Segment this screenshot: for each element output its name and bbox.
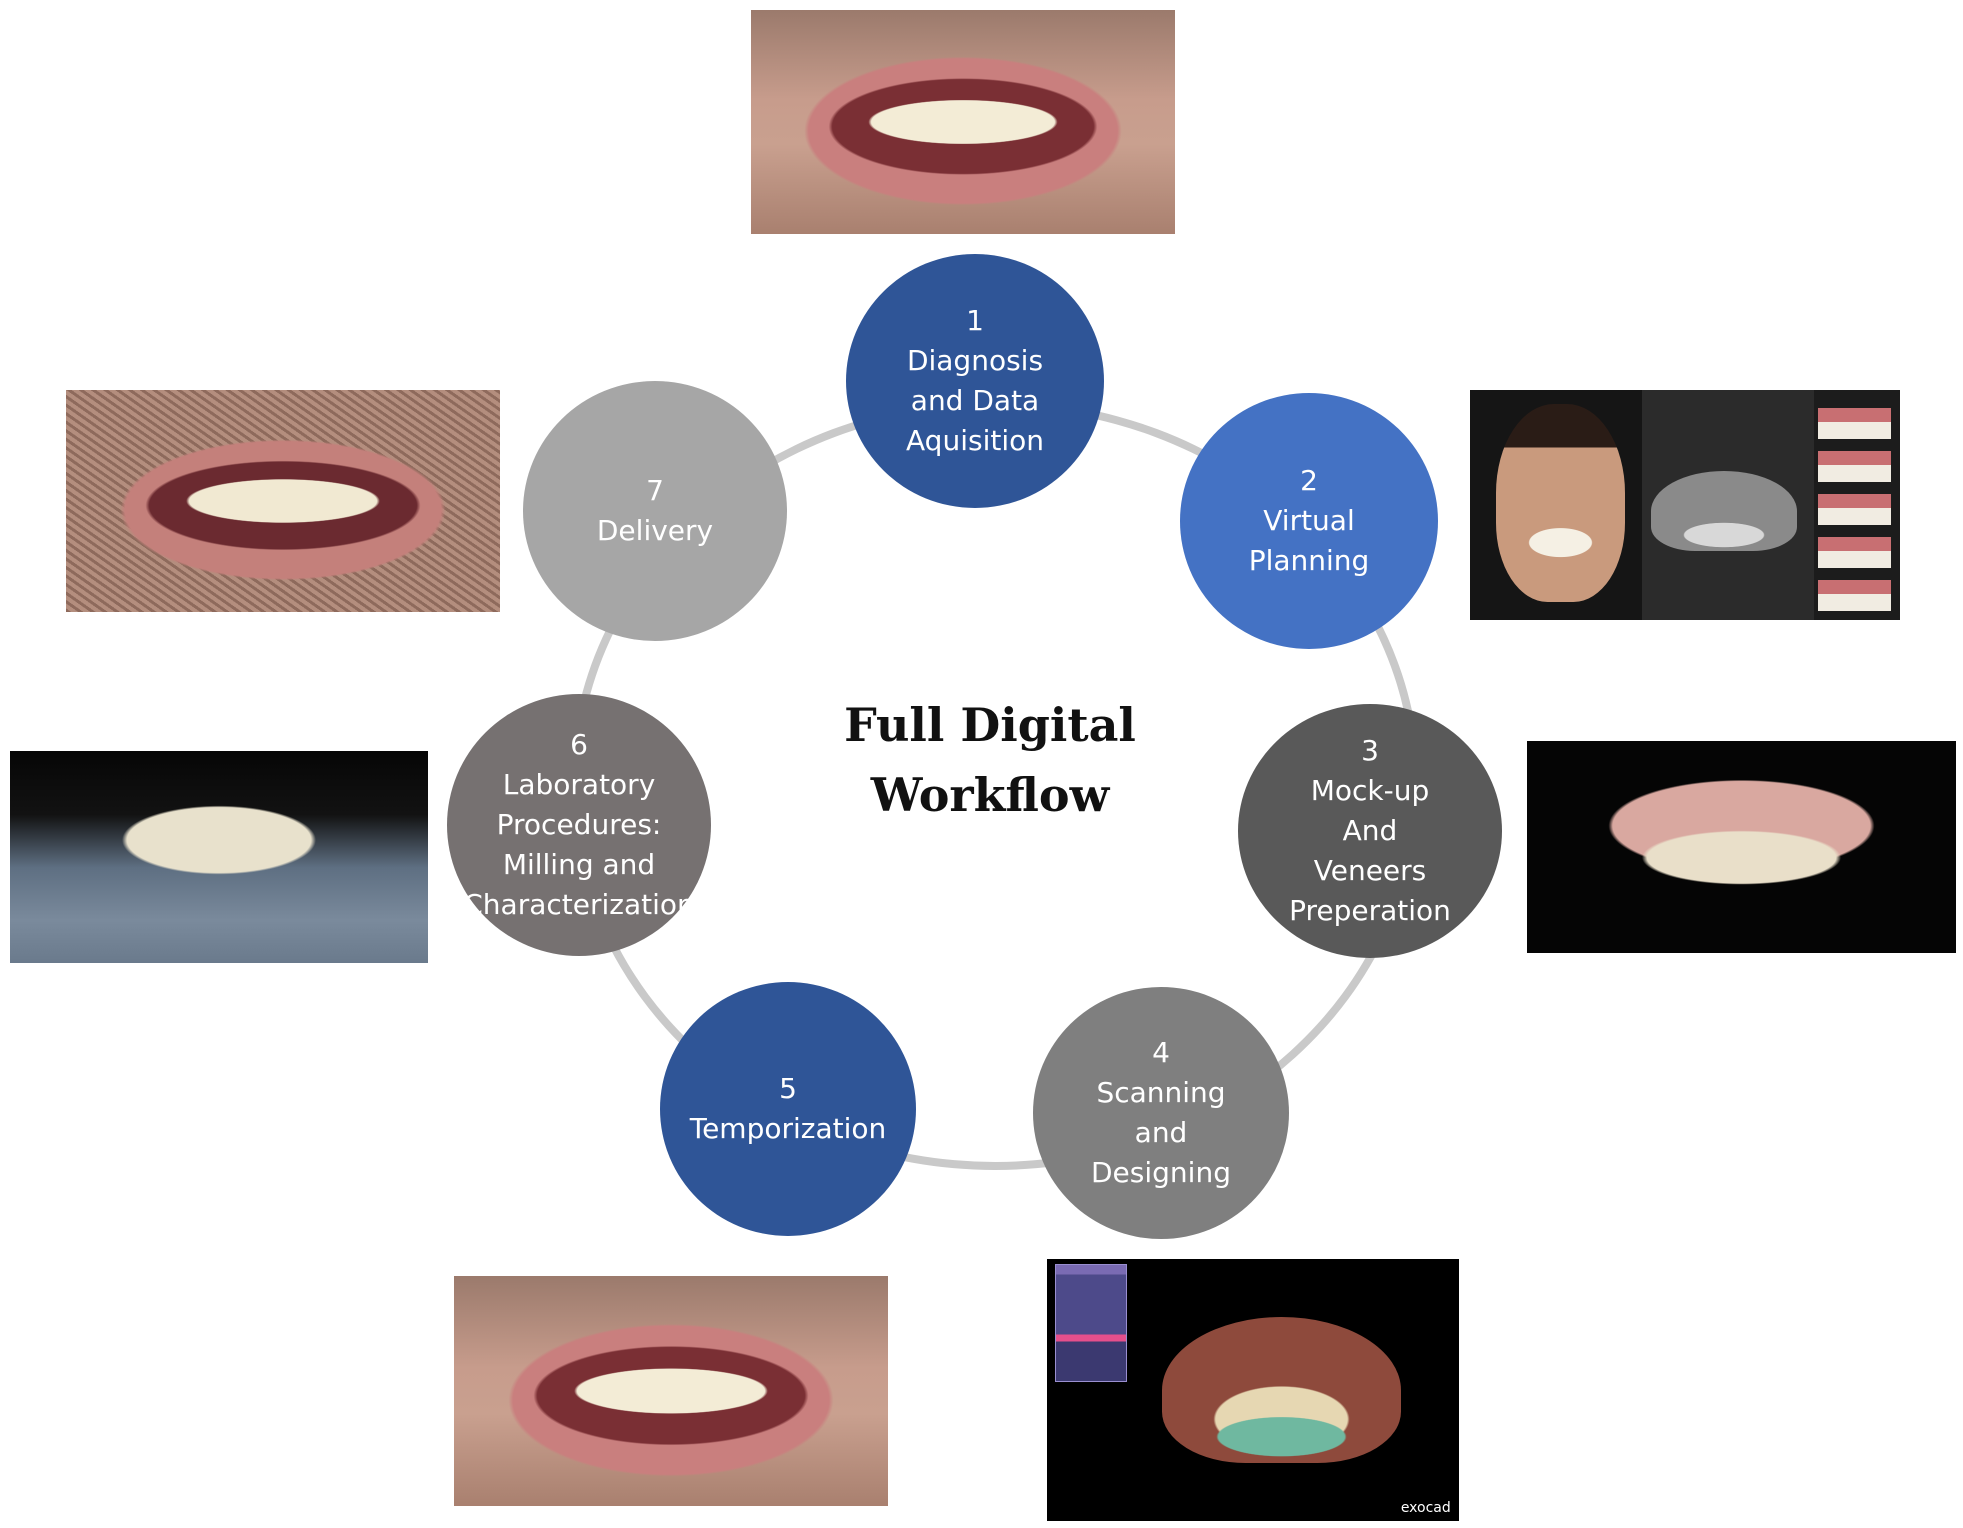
planning-3d-model	[1650, 470, 1797, 551]
planning-thumbnail	[1818, 537, 1892, 568]
step-label-line: Characterization	[463, 888, 695, 921]
step-number: 6	[570, 728, 588, 761]
step-label-line: and	[1134, 1116, 1188, 1149]
planning-face-image	[1495, 403, 1625, 602]
photo-virtual-planning	[1470, 390, 1900, 620]
step-label-line: Virtual	[1263, 504, 1355, 537]
step-label-line: Preperation	[1289, 894, 1451, 927]
step-number: 2	[1300, 464, 1318, 497]
step-label-line: Temporization	[689, 1112, 887, 1145]
title-line: Workflow	[870, 768, 1110, 822]
step-label-line: Scanning	[1096, 1076, 1226, 1109]
step-label-line: and Data	[910, 384, 1040, 417]
planning-thumbnail	[1818, 408, 1892, 440]
step-number: 1	[966, 304, 984, 337]
step-label-line: Veneers	[1313, 854, 1427, 887]
step-5-circle: 5 Temporization	[660, 982, 916, 1236]
step-number: 5	[779, 1072, 797, 1105]
planning-thumbnails	[1818, 408, 1892, 611]
step-label-line: And	[1342, 814, 1398, 847]
exocad-side-panel	[1055, 1264, 1128, 1382]
photo-initial-smile	[751, 10, 1175, 234]
exocad-3d-model	[1162, 1316, 1402, 1464]
step-label-line: Mock-up	[1310, 774, 1430, 807]
step-number: 3	[1361, 734, 1379, 767]
photo-exocad-design: exocad	[1047, 1259, 1459, 1521]
step-label-line: Planning	[1248, 544, 1370, 577]
photo-temporization-smile	[454, 1276, 888, 1506]
step-7-circle: 7 Delivery	[523, 381, 787, 641]
planning-thumbnail	[1818, 451, 1892, 483]
step-3-circle: 3 Mock-up And Veneers Preperation	[1238, 704, 1502, 958]
step-number: 7	[646, 474, 664, 507]
photo-delivery-smile	[66, 390, 500, 612]
step-4-circle: 4 Scanning and Designing	[1033, 987, 1289, 1239]
planning-thumbnail	[1818, 494, 1892, 525]
step-label-line: Designing	[1091, 1156, 1231, 1189]
diagram-title: Full Digital Workflow	[790, 690, 1190, 830]
step-1-circle: 1 Diagnosis and Data Aquisition	[846, 254, 1104, 508]
step-label-line: Procedures:	[496, 808, 662, 841]
photo-laboratory-veneers	[10, 751, 428, 963]
step-number: 4	[1152, 1036, 1170, 1069]
step-6-circle: 6 Laboratory Procedures: Milling and Cha…	[447, 694, 711, 956]
step-label-line: Milling and	[502, 848, 656, 881]
step-label-line: Aquisition	[906, 424, 1044, 457]
step-label-line: Diagnosis	[906, 344, 1044, 377]
step-2-circle: 2 Virtual Planning	[1180, 393, 1438, 649]
step-label-line: Laboratory	[502, 768, 656, 801]
photo-mockup-preparation	[1527, 741, 1956, 953]
planning-thumbnail	[1818, 580, 1892, 611]
step-label-line: Delivery	[596, 514, 714, 547]
exocad-logo-text: exocad	[1400, 1499, 1451, 1516]
title-line: Full Digital	[844, 698, 1136, 752]
